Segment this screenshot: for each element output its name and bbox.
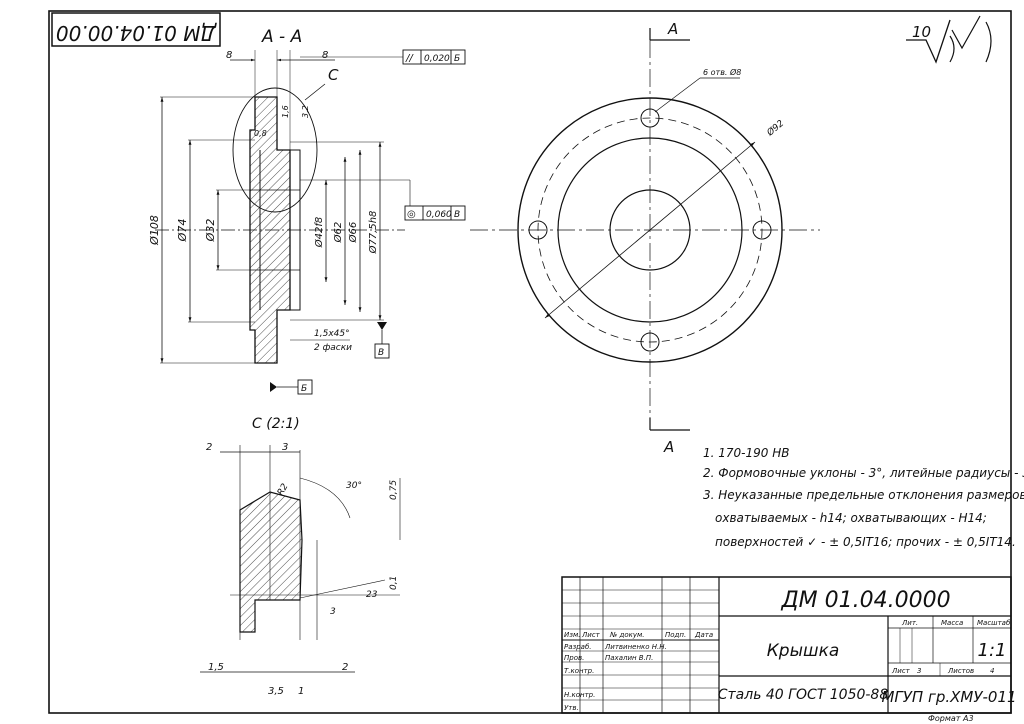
sheet-frame (48, 10, 1012, 714)
chamfer-note: 2 фаски (314, 343, 352, 353)
det-b15: 1,5 (208, 662, 224, 673)
note-5: поверхностей ✓ - ± 0,5IT16; прочих - ± 0… (715, 535, 1016, 549)
plan-view: Ø92 6 отв. Ø8 А А (470, 20, 820, 456)
roughness-value: 10 (912, 23, 931, 41)
section-mark-bottom: А (663, 438, 674, 456)
row-tkontr: Т.контр. (564, 667, 594, 675)
sheet-label: Лист (891, 667, 911, 675)
holes-note: 6 отв. Ø8 (703, 67, 741, 77)
rotated-designation-box: ДМ 01.04.00.00 (51, 12, 221, 47)
tol-parallel-value: 0,020 (424, 54, 450, 64)
section-aa-title: А - А (261, 27, 302, 47)
tol-concentric-frame: ◎ 0,060 В (300, 179, 466, 221)
col-izm: Изм. (564, 631, 580, 639)
note-4: охватываемых - h14; охватывающих - Н14; (715, 511, 987, 525)
dim-d62: Ø62 (332, 222, 344, 244)
note-1: 1. 170-190 НВ (703, 446, 789, 460)
note-3: 3. Неуказанные предельные отклонения раз… (703, 488, 1024, 502)
det-w3: 3 (282, 442, 288, 453)
dim-d42h8: Ø42f8 (313, 217, 325, 248)
det-d01: 0,1 (389, 576, 399, 590)
organization: МГУП гр.ХМУ-011 (881, 688, 1016, 706)
part-name: Крышка (767, 641, 840, 661)
col-list: Лист (581, 631, 601, 639)
row-utv: Утв. (564, 704, 579, 712)
scale-value: 1:1 (978, 640, 1007, 661)
dim-w8a: 8 (226, 50, 232, 61)
rough-16: 1,6 (281, 105, 290, 118)
tol-parallel-frame: // 0,020 Б (300, 49, 466, 65)
roughness-mark: 10 (906, 15, 992, 64)
format-label: Формат А3 (928, 714, 974, 723)
material: Сталь 40 ГОСТ 1050-88 (718, 687, 889, 703)
technical-notes: 1. 170-190 НВ 2. Формовочные уклоны - 3°… (703, 446, 1024, 549)
col-sign: Подп. (665, 631, 686, 639)
dim-d108: Ø108 (148, 215, 161, 246)
section-aa-view: А - А С Ø108 Ø74 Ø32 Ø42f8 Ø62 Ø66 (148, 27, 466, 395)
pcd-dim: Ø92 (764, 118, 786, 139)
note-2: 2. Формовочные уклоны - 3°, литейные рад… (703, 466, 1024, 480)
sheet-no: 3 (917, 667, 921, 675)
col-date: Дата (694, 631, 713, 639)
det-a30: 30° (346, 481, 362, 491)
rough-08: 0,8 (254, 129, 267, 138)
lit-label: Лит. (901, 619, 918, 627)
scale-label: Масштаб (977, 619, 1011, 627)
detail-c-title: С (2:1) (252, 416, 300, 432)
tol-concentric-value: 0,060 (426, 210, 452, 220)
detail-c-view: С (2:1) 2 3 R2 30° 0,75 0,1 23 3 1,5 2 3… (200, 416, 401, 697)
title-block: Изм. Лист № докум. Подп. Дата Разраб. Ли… (561, 576, 1017, 723)
det-d075: 0,75 (389, 480, 399, 500)
tol-parallel-symbol: // (405, 53, 414, 64)
rough-32: 3,2 (301, 105, 310, 118)
det-b35: 3,5 (268, 686, 284, 697)
dim-d74: Ø74 (176, 219, 189, 243)
row-razrab: Разраб. (564, 643, 592, 651)
col-doc: № докум. (609, 631, 645, 639)
det-b2: 2 (342, 662, 348, 673)
base-v-marker: В (378, 348, 384, 358)
chamfer-dim: 1,5х45° (314, 329, 350, 339)
row-prov-name: Пахалин В.П. (605, 654, 653, 662)
detail-c-ref: С (328, 66, 339, 84)
det-a3: 3 (330, 607, 336, 617)
tol-concentric-base: В (454, 210, 460, 220)
rotated-designation: ДМ 01.04.00.00 (56, 21, 217, 45)
section-mark-top: А (667, 20, 678, 38)
dim-d77: Ø77,5h8 (367, 211, 379, 255)
tol-parallel-base: Б (454, 54, 460, 64)
dim-d32: Ø32 (204, 219, 217, 243)
sheets-total: 4 (990, 667, 994, 675)
base-b-marker: Б (301, 384, 307, 394)
det-b1: 1 (298, 686, 304, 697)
dim-w8b: 8 (322, 50, 328, 61)
designation: ДМ 01.04.0000 (780, 588, 950, 613)
det-a23: 23 (366, 590, 378, 600)
tol-concentric-symbol: ◎ (407, 209, 416, 220)
row-razrab-name: Литвиненко Н.Н. (604, 643, 667, 651)
dim-d66: Ø66 (347, 222, 359, 244)
row-nkontr: Н.контр. (564, 691, 595, 699)
row-prov: Пров. (564, 654, 584, 662)
sheets-label: Листов (947, 667, 974, 675)
mass-label: Масса (941, 619, 963, 627)
det-w2: 2 (206, 442, 212, 453)
